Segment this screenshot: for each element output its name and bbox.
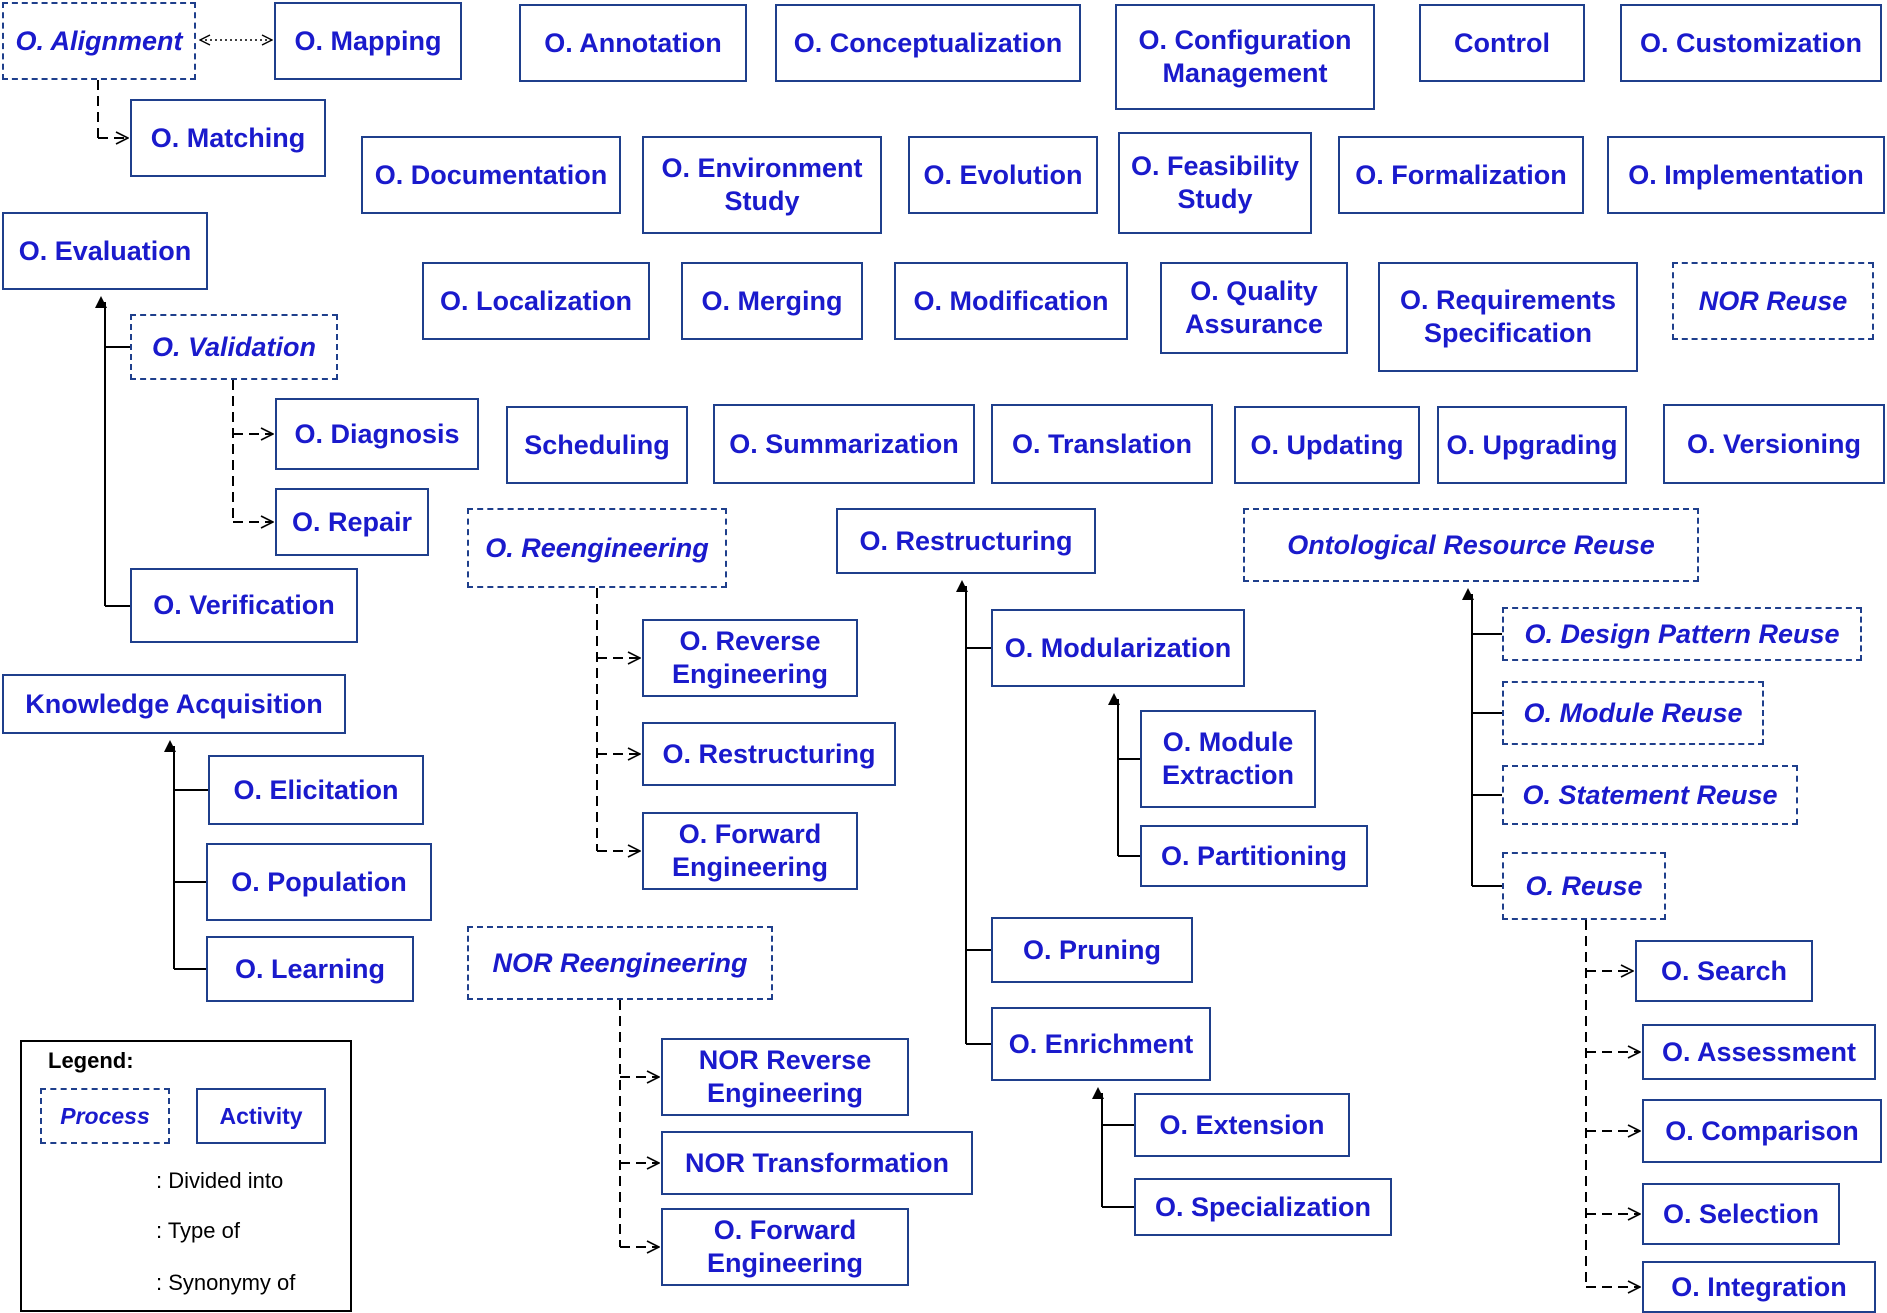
node-nor-reengineering: NOR Reengineering [467,926,773,1000]
node-summarization: O. Summarization [713,404,975,484]
node-requirements: O. Requirements Specification [1378,262,1638,372]
node-restructuring: O. Restructuring [836,508,1096,574]
node-reuse: O. Reuse [1502,852,1666,920]
node-knowledge-acq: Knowledge Acquisition [2,674,346,734]
node-learning: O. Learning [206,936,414,1002]
node-partitioning: O. Partitioning [1140,825,1368,887]
legend-box [20,1040,352,1312]
node-nor-forward: O. Forward Engineering [661,1208,909,1286]
node-evaluation: O. Evaluation [2,212,208,290]
node-versioning: O. Versioning [1663,404,1885,484]
node-feasibility: O. Feasibility Study [1118,132,1312,234]
node-evolution: O. Evolution [908,136,1098,214]
node-updating: O. Updating [1234,406,1420,484]
legend-divided-into-text: : Divided into [156,1168,284,1193]
node-reengineering: O. Reengineering [467,508,727,588]
node-documentation: O. Documentation [361,136,621,214]
node-scheduling: Scheduling [506,406,688,484]
node-specialization: O. Specialization [1134,1178,1392,1236]
node-implementation: O. Implementation [1607,136,1885,214]
node-pruning: O. Pruning [991,917,1193,983]
node-nor-reuse: NOR Reuse [1672,262,1874,340]
node-nor-transformation: NOR Transformation [661,1131,973,1195]
node-restructuring-sub: O. Restructuring [642,722,896,786]
node-localization: O. Localization [422,262,650,340]
legend-type-of-text: : Type of [156,1218,240,1243]
node-mapping: O. Mapping [274,2,462,80]
legend-synonymy-of-text: : Synonymy of [156,1270,296,1295]
node-selection: O. Selection [1642,1183,1840,1245]
node-validation: O. Validation [130,314,338,380]
node-diagnosis: O. Diagnosis [275,398,479,470]
node-forward-eng: O. Forward Engineering [642,812,858,890]
node-enrichment: O. Enrichment [991,1007,1211,1081]
node-elicitation: O. Elicitation [208,755,424,825]
node-control: Control [1419,4,1585,82]
node-verification: O. Verification [130,568,358,643]
node-statement-reuse: O. Statement Reuse [1502,765,1798,825]
node-modularization: O. Modularization [991,609,1245,687]
legend-process-sample: Process [40,1088,170,1144]
node-extension: O. Extension [1134,1093,1350,1157]
node-assessment: O. Assessment [1642,1024,1876,1080]
node-customization: O. Customization [1620,4,1882,82]
node-population: O. Population [206,843,432,921]
node-matching: O. Matching [130,99,326,177]
node-alignment: O. Alignment [2,2,196,80]
node-configuration: O. Configuration Management [1115,4,1375,110]
legend-activity-sample: Activity [196,1088,326,1144]
node-translation: O. Translation [991,404,1213,484]
node-ontological-reuse: Ontological Resource Reuse [1243,508,1699,582]
node-module-extraction: O. Module Extraction [1140,710,1316,808]
node-design-pattern-reuse: O. Design Pattern Reuse [1502,607,1862,661]
node-formalization: O. Formalization [1338,136,1584,214]
node-quality: O. Quality Assurance [1160,262,1348,354]
node-search: O. Search [1635,940,1813,1002]
node-reverse-eng: O. Reverse Engineering [642,619,858,697]
node-nor-reverse: NOR Reverse Engineering [661,1038,909,1116]
legend-title: Legend: [48,1048,134,1073]
node-annotation: O. Annotation [519,4,747,82]
node-comparison: O. Comparison [1642,1099,1882,1163]
node-integration: O. Integration [1642,1261,1876,1313]
node-modification: O. Modification [894,262,1128,340]
node-merging: O. Merging [681,262,863,340]
node-upgrading: O. Upgrading [1437,406,1627,484]
node-module-reuse: O. Module Reuse [1502,681,1764,745]
node-repair: O. Repair [275,488,429,556]
node-conceptualization: O. Conceptualization [775,4,1081,82]
node-environment: O. Environment Study [642,136,882,234]
